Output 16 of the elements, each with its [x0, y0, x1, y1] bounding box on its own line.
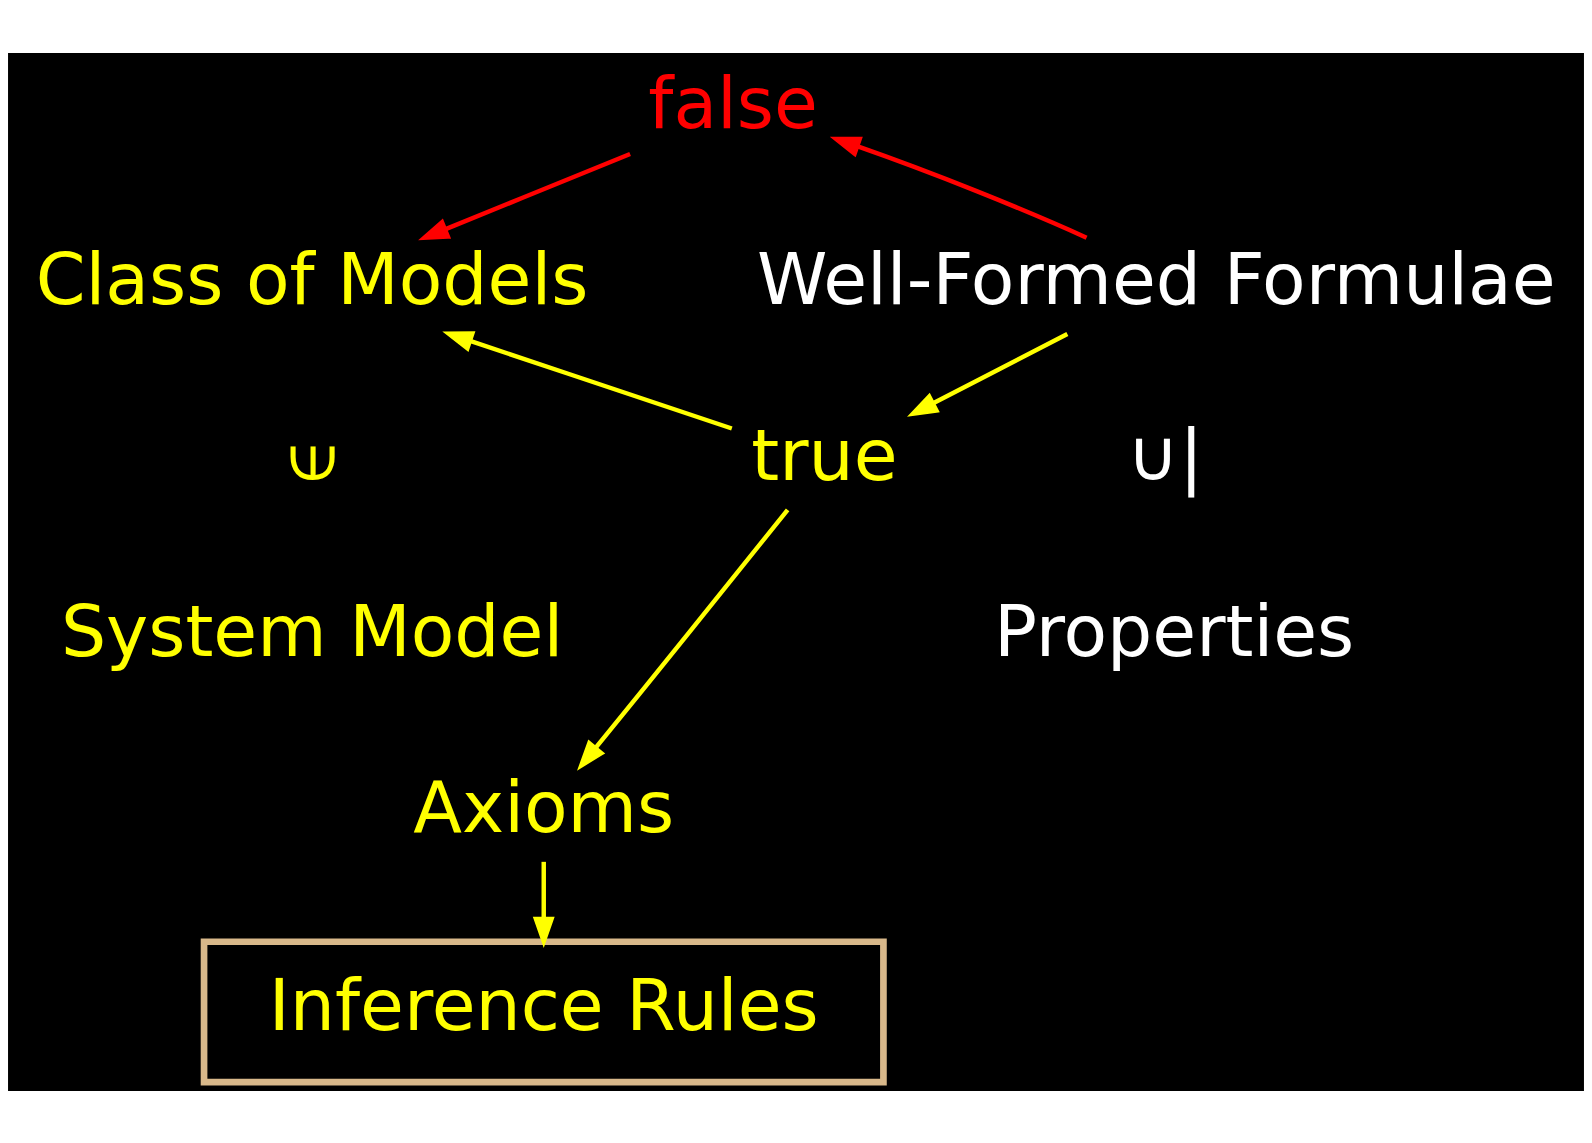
node-text: false — [648, 61, 818, 145]
label: Properties — [994, 589, 1355, 673]
node-text: true — [751, 413, 898, 497]
node-text: Axioms — [413, 765, 675, 849]
label: System Model — [60, 589, 564, 673]
arrow — [907, 331, 1069, 417]
label: ∪| — [1127, 413, 1204, 497]
arrow — [829, 136, 1088, 240]
node-box: Inference Rules — [200, 937, 887, 1085]
arrow — [577, 508, 790, 771]
node-text: Well-Formed Formulae — [756, 237, 1556, 321]
node-text: Class of Models — [35, 237, 589, 321]
arrow — [418, 151, 631, 240]
arrow — [442, 330, 733, 431]
arrow — [532, 861, 555, 948]
label: ⟒ — [287, 413, 337, 497]
